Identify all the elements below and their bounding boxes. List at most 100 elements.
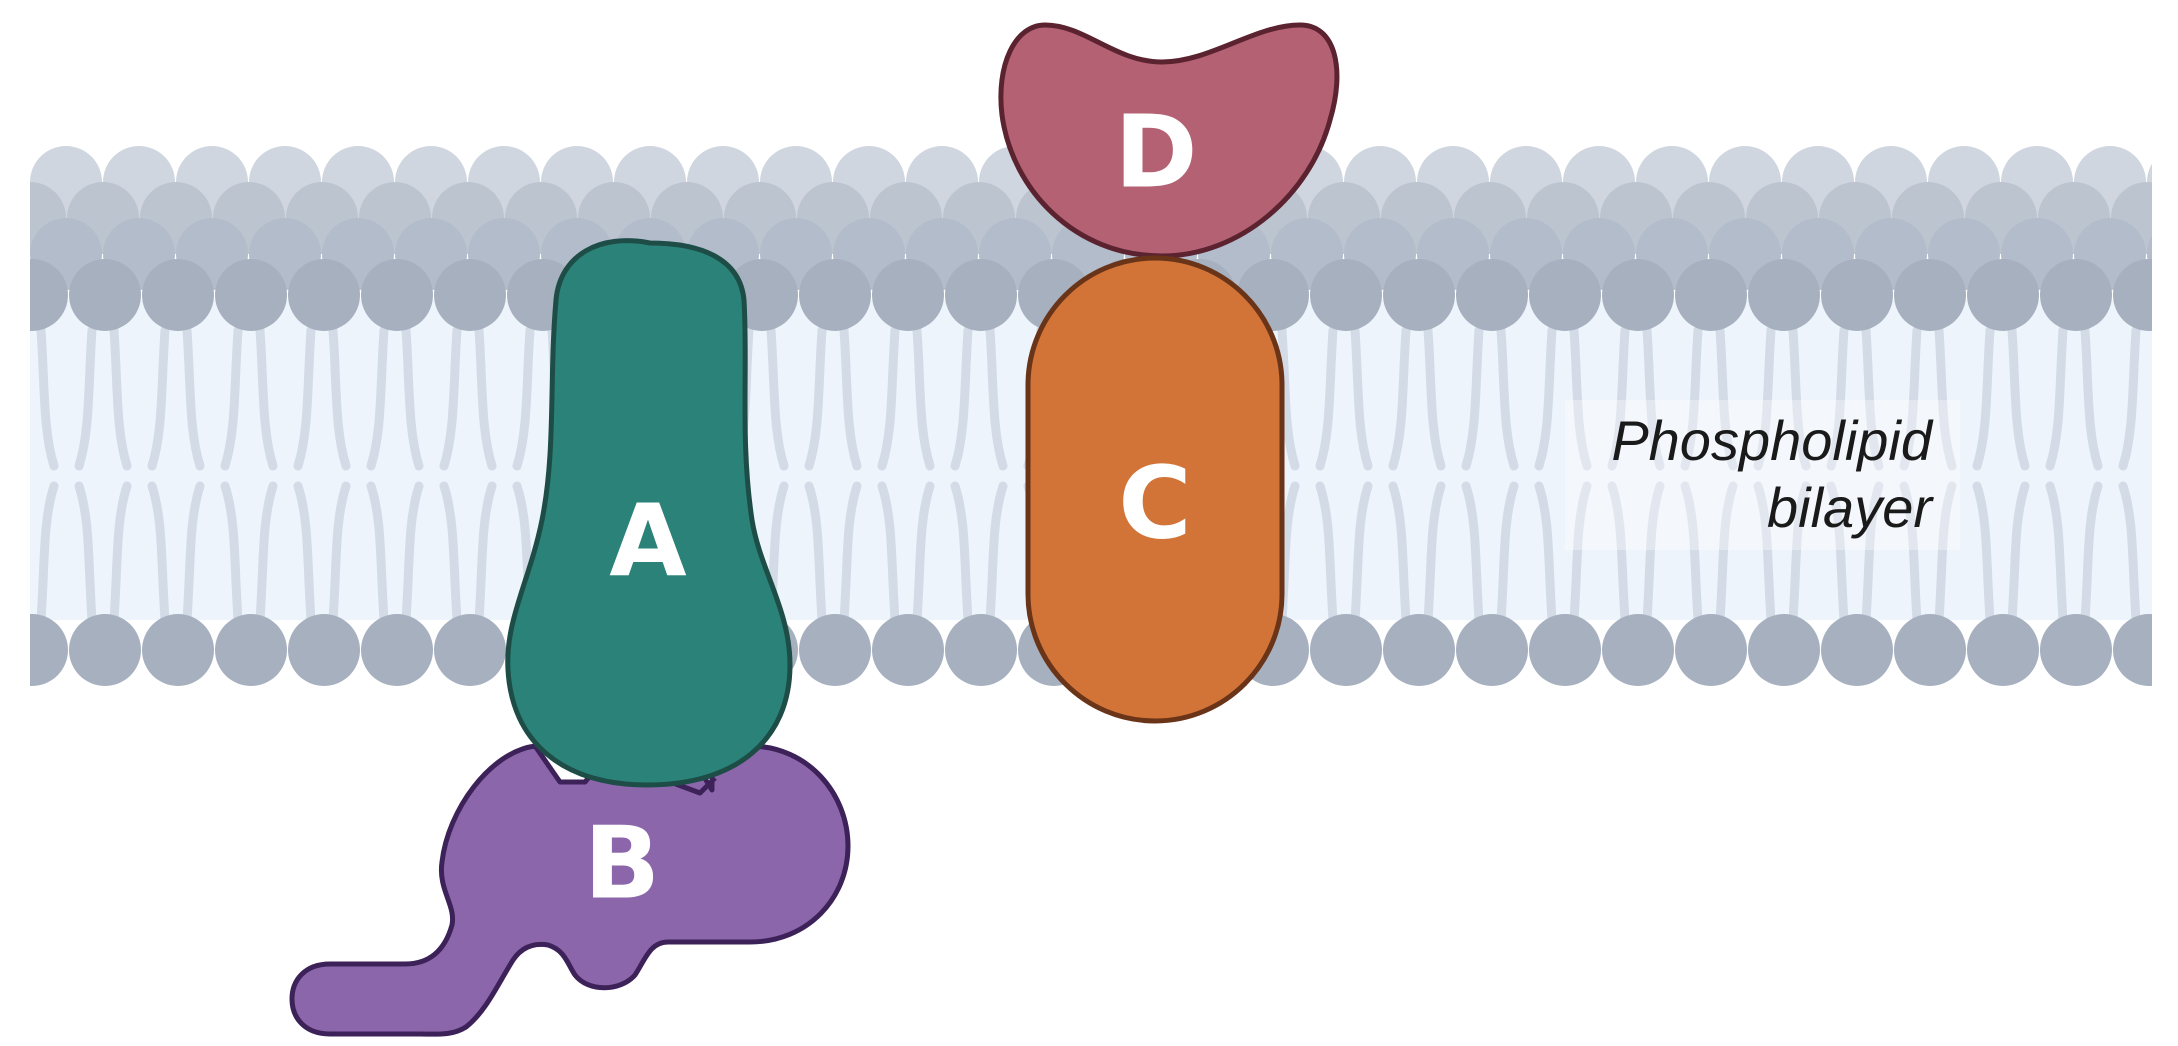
lipid-head (361, 614, 433, 686)
protein-c-label: C (1118, 445, 1191, 562)
lipid-head (1310, 259, 1382, 331)
lipid-tail (1461, 481, 1484, 625)
lipid-tail (1496, 481, 1519, 625)
lipid-tail (804, 481, 827, 625)
protein-a-label: A (609, 483, 686, 600)
lipid-tail (2007, 325, 2030, 471)
lipid-tail (1607, 481, 1630, 625)
lipid-tail (74, 481, 97, 625)
lipid-tail (147, 325, 170, 471)
lipid-head (1675, 614, 1747, 686)
protein-b: B (289, 743, 851, 1037)
protein-c: C (1025, 255, 1285, 724)
lipid-tail (439, 481, 462, 625)
lipid-tail (1461, 325, 1484, 471)
lipid-tail (1496, 325, 1519, 471)
lipid-tail (147, 481, 170, 625)
lipid-tail (1315, 481, 1338, 625)
lipid-tail (1423, 325, 1446, 471)
lipid-head (1967, 614, 2039, 686)
lipid-head (1675, 259, 1747, 331)
lipid-tail (255, 481, 278, 625)
lipid-tail (1642, 481, 1665, 625)
lipid-head (799, 614, 871, 686)
lipid-head (361, 259, 433, 331)
protein-d: D (998, 22, 1340, 259)
lipid-tail (2080, 325, 2103, 471)
lipid-tail (366, 481, 389, 625)
bilayer-label-backdrop (1565, 400, 1960, 550)
lipid-tail (2007, 481, 2030, 625)
lipid-tail (109, 325, 132, 471)
lipid-tail (1569, 481, 1592, 625)
lipid-head (1821, 614, 1893, 686)
lipid-tail (328, 481, 351, 625)
lipid-tail (6, 486, 19, 620)
lipid-tail (1899, 325, 1922, 471)
lipid-head (1383, 259, 1455, 331)
lipid-tail (2158, 486, 2171, 620)
lipid-tail (1388, 325, 1411, 471)
protein-a: A (505, 238, 793, 788)
lipid-tail (1753, 481, 1776, 625)
lipid-tail (1715, 481, 1738, 625)
lipid-tail (401, 325, 424, 471)
lipid-head (1967, 259, 2039, 331)
lipid-tail (2158, 330, 2171, 466)
lipid-tail (2118, 481, 2141, 625)
lipid-head (434, 259, 506, 331)
lipid-head (945, 614, 1017, 686)
lipid-tail (950, 481, 973, 625)
lipid-tail (985, 481, 1008, 625)
protein-d-label: D (1114, 94, 1197, 211)
lipid-tail (877, 325, 900, 471)
lipid-tail (6, 330, 19, 466)
lipid-head (1748, 614, 1820, 686)
lipid-tail (74, 325, 97, 471)
lipid-head (1383, 614, 1455, 686)
lipid-head (1529, 614, 1601, 686)
lipid-head (799, 259, 871, 331)
lipid-head (30, 259, 68, 331)
lipid-tail (1861, 481, 1884, 625)
lipid-head (1529, 259, 1601, 331)
lipid-tail (1534, 481, 1557, 625)
lipid-head (2113, 259, 2152, 331)
protein-d-shape (998, 22, 1340, 259)
lipid-tail (839, 325, 862, 471)
lipid-tail (1642, 325, 1665, 471)
lipid-head (288, 259, 360, 331)
lipid-tail (36, 481, 59, 625)
lipid-tail (474, 325, 497, 471)
lipid-tail (182, 481, 205, 625)
lipid-head (945, 259, 1017, 331)
lipid-tail (36, 325, 59, 471)
lipid-head (2040, 614, 2112, 686)
lipid-tail (1315, 325, 1338, 471)
lipid-tail (2045, 481, 2068, 625)
lipid-head (1894, 259, 1966, 331)
lipid-tail (109, 481, 132, 625)
lipid-tail (1934, 481, 1957, 625)
protein-b-label: B (584, 805, 660, 922)
bilayer-label-line2: bilayer (1767, 476, 1934, 539)
lipid-tail (804, 325, 827, 471)
lipid-tail (985, 325, 1008, 471)
lipid-tail (255, 325, 278, 471)
lipid-tail (2045, 325, 2068, 471)
lipid-head (1310, 614, 1382, 686)
lipid-head (1602, 614, 1674, 686)
lipid-tail (366, 325, 389, 471)
lipid-tail (877, 481, 900, 625)
lipid-tail (2118, 325, 2141, 471)
lipid-head (1456, 259, 1528, 331)
lipid-tail (1788, 325, 1811, 471)
lipid-head (288, 614, 360, 686)
lipid-tail (1972, 481, 1995, 625)
lipid-head (1821, 259, 1893, 331)
lipid-tail (2080, 481, 2103, 625)
lipid-tail (1350, 325, 1373, 471)
lipid-head (1894, 614, 1966, 686)
lipid-head (1456, 614, 1528, 686)
lipid-tail (293, 481, 316, 625)
